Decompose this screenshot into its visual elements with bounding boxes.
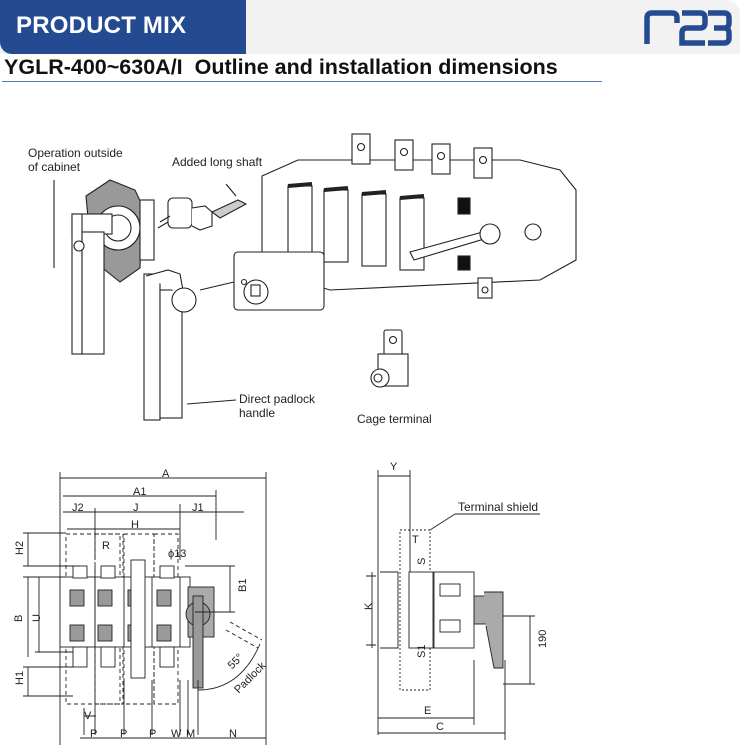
dim-P3: P <box>149 728 156 740</box>
title-underline <box>2 81 602 82</box>
dim-S1: S1 <box>416 645 428 658</box>
dim-E: E <box>424 705 431 717</box>
dim-H2: H2 <box>14 541 26 555</box>
long-shaft-drawing <box>157 183 248 231</box>
dim-B1: B1 <box>237 579 249 592</box>
dim-P1: P <box>90 728 97 740</box>
callout-cage-terminal: Cage terminal <box>357 412 432 426</box>
leader-line <box>199 281 235 291</box>
page-title: YGLR-400~630A/I Outline and installation… <box>4 55 558 79</box>
callout-padlock-line1: Direct padlock <box>239 392 316 406</box>
dim-handle-190: 190 <box>537 630 549 648</box>
external-handle-drawing <box>71 179 155 355</box>
callout-long-shaft: Added long shaft <box>172 155 263 169</box>
dim-C: C <box>436 721 444 733</box>
dim-P2: P <box>120 728 127 740</box>
padlock-handle-drawing <box>143 269 237 421</box>
section-label: PRODUCT MIX <box>16 12 187 39</box>
dim-J1: J1 <box>192 502 204 514</box>
callout-operation-outside-line2: of cabinet <box>28 160 81 174</box>
dim-S: S <box>416 558 428 565</box>
dim-N: N <box>229 728 237 740</box>
section-tab: PRODUCT MIX <box>0 0 246 54</box>
dim-phi13: ϕ13 <box>168 548 186 560</box>
dim-A1: A1 <box>133 486 146 498</box>
terminal-shield-label: Terminal shield <box>458 500 539 514</box>
dim-K: K <box>363 602 375 610</box>
dim-U: U <box>31 614 43 622</box>
dim-V: V <box>84 710 92 722</box>
cage-terminal-drawing <box>370 329 409 388</box>
dim-J: J <box>133 502 139 514</box>
callout-operation-outside-line1: Operation outside <box>28 146 123 160</box>
callout-padlock-line2: handle <box>239 406 276 420</box>
dim-H1: H1 <box>14 671 26 685</box>
r23-logo-icon <box>644 10 732 46</box>
dim-T: T <box>412 534 419 546</box>
dim-A: A <box>162 468 170 480</box>
dim-W: W <box>171 728 182 740</box>
dim-J2: J2 <box>72 502 84 514</box>
dim-B: B <box>13 615 25 622</box>
dim-R: R <box>102 540 110 552</box>
switch-body-drawing <box>233 133 577 311</box>
dim-Y: Y <box>390 461 398 473</box>
dim-M: M <box>186 728 195 740</box>
dim-H: H <box>131 519 139 531</box>
